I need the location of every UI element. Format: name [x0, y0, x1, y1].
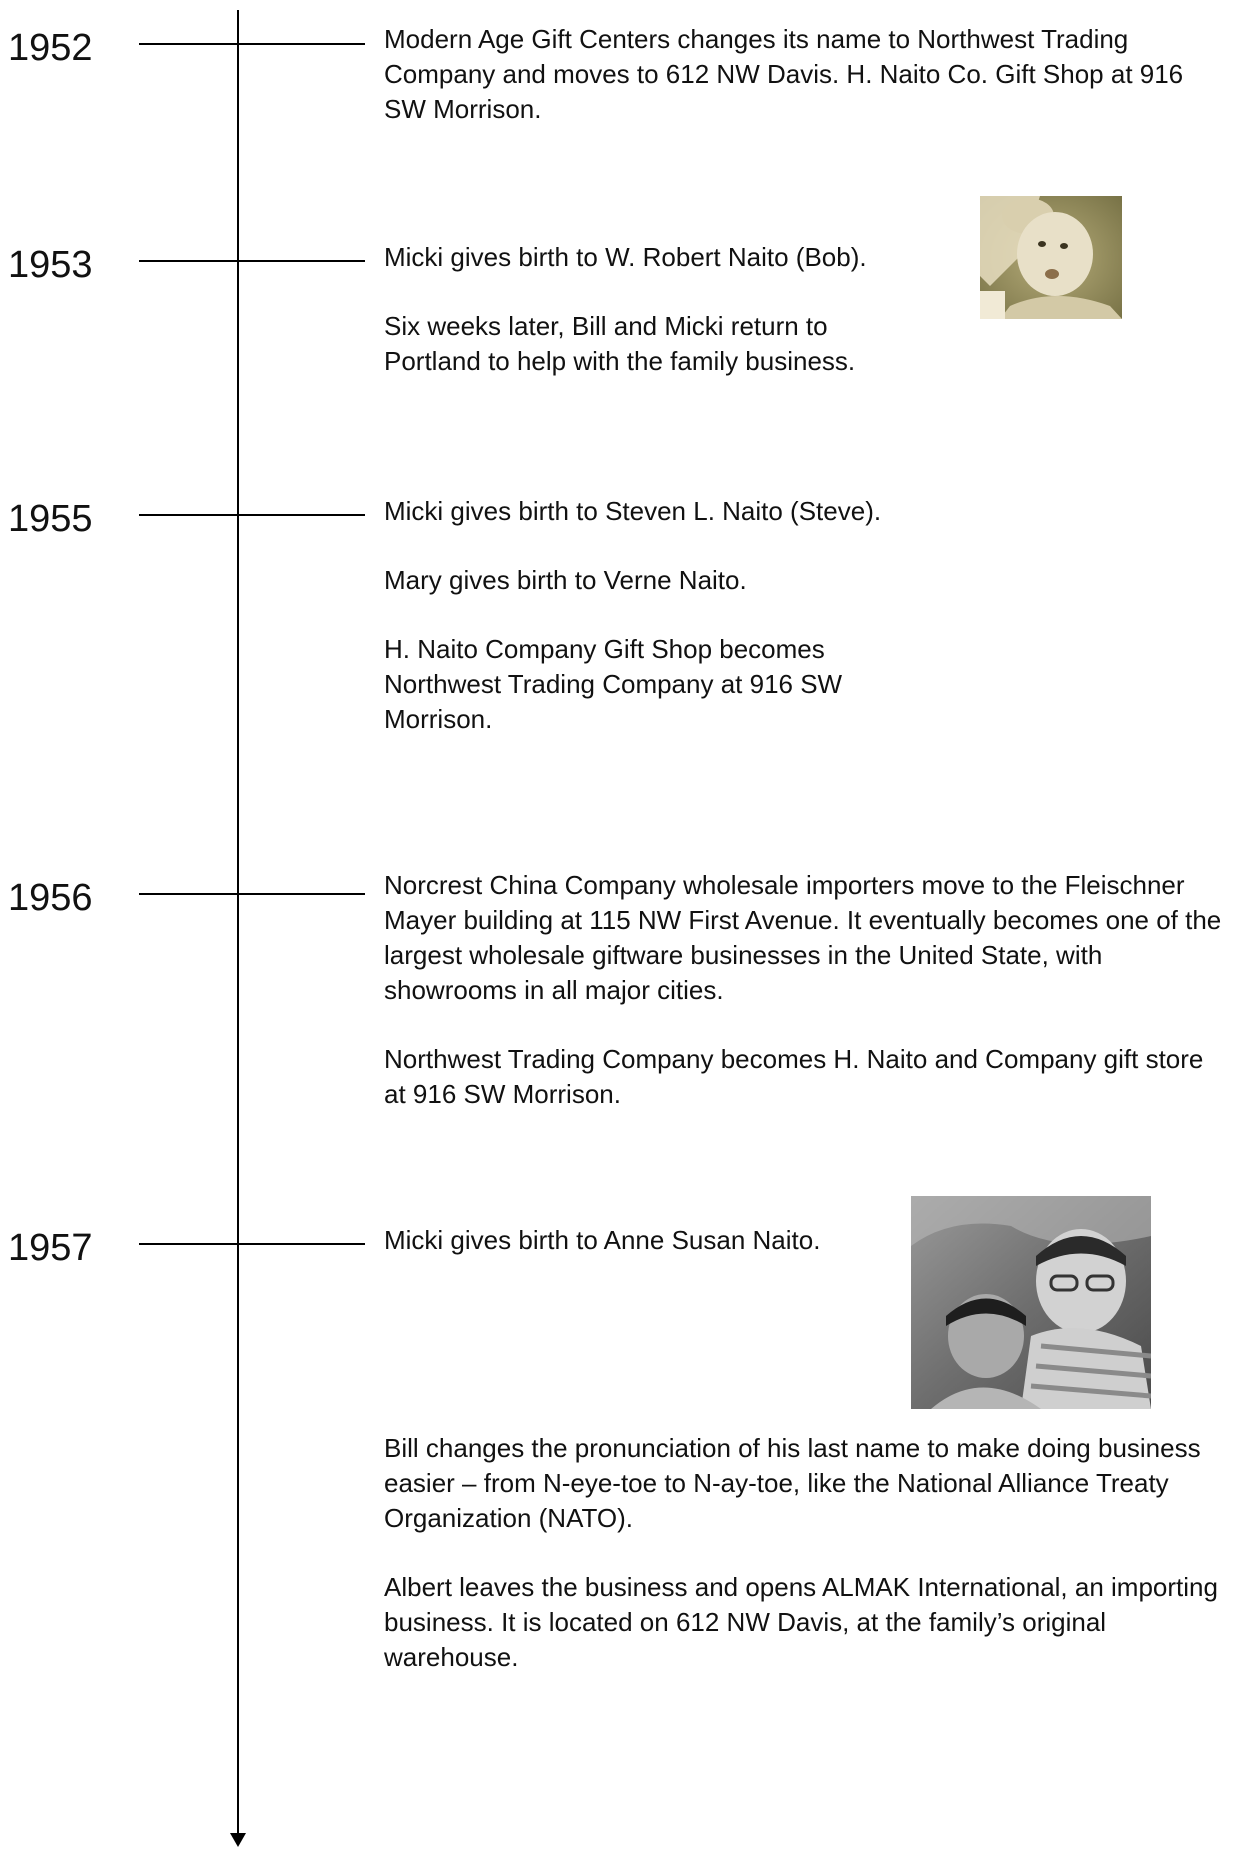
father-child-photo	[911, 1196, 1151, 1409]
timeline-axis	[237, 10, 239, 1835]
year-label-1956: 1956	[8, 877, 93, 919]
entry-1955-paragraph-2: Mary gives birth to Verne Naito.	[384, 565, 747, 595]
entry-1953: Micki gives birth to W. Robert Naito (Bo…	[384, 240, 904, 379]
entry-1956-paragraph-1: Norcrest China Company wholesale importe…	[384, 870, 1222, 1005]
timeline-tick-1957	[139, 1243, 365, 1245]
timeline-tick-1952	[139, 43, 365, 45]
year-label-1955: 1955	[8, 498, 93, 540]
entry-1955-paragraph-1: Micki gives birth to Steven L. Naito (St…	[384, 496, 882, 526]
timeline-tick-1953	[139, 260, 365, 262]
entry-1955-paragraph-3: H. Naito Company Gift Shop becomes North…	[384, 634, 843, 734]
entry-1957-intro: Micki gives birth to Anne Susan Naito.	[384, 1223, 904, 1258]
entry-1957-paragraph-1: Micki gives birth to Anne Susan Naito.	[384, 1225, 821, 1255]
entry-1953-paragraph-2: Six weeks later, Bill and Micki return t…	[384, 311, 856, 376]
entry-1957-paragraph-2: Bill changes the pronunciation of his la…	[384, 1433, 1201, 1533]
entry-1956-paragraph-2: Northwest Trading Company becomes H. Nai…	[384, 1044, 1204, 1109]
timeline-tick-1955	[139, 514, 365, 516]
timeline-arrow-down-icon	[230, 1833, 246, 1847]
baby-photo	[980, 196, 1122, 319]
timeline-tick-1956	[139, 893, 365, 895]
entry-1952-paragraph-1: Modern Age Gift Centers changes its name…	[384, 24, 1184, 124]
entry-1957-paragraph-3: Albert leaves the business and opens ALM…	[384, 1572, 1218, 1672]
entry-1956: Norcrest China Company wholesale importe…	[384, 868, 1229, 1112]
year-label-1953: 1953	[8, 244, 93, 286]
year-label-1952: 1952	[8, 27, 93, 69]
year-label-1957: 1957	[8, 1227, 93, 1269]
entry-1957-details: Bill changes the pronunciation of his la…	[384, 1431, 1229, 1675]
entry-1952: Modern Age Gift Centers changes its name…	[384, 22, 1224, 127]
entry-1953-paragraph-1: Micki gives birth to W. Robert Naito (Bo…	[384, 242, 867, 272]
entry-1955: Micki gives birth to Steven L. Naito (St…	[384, 494, 944, 737]
